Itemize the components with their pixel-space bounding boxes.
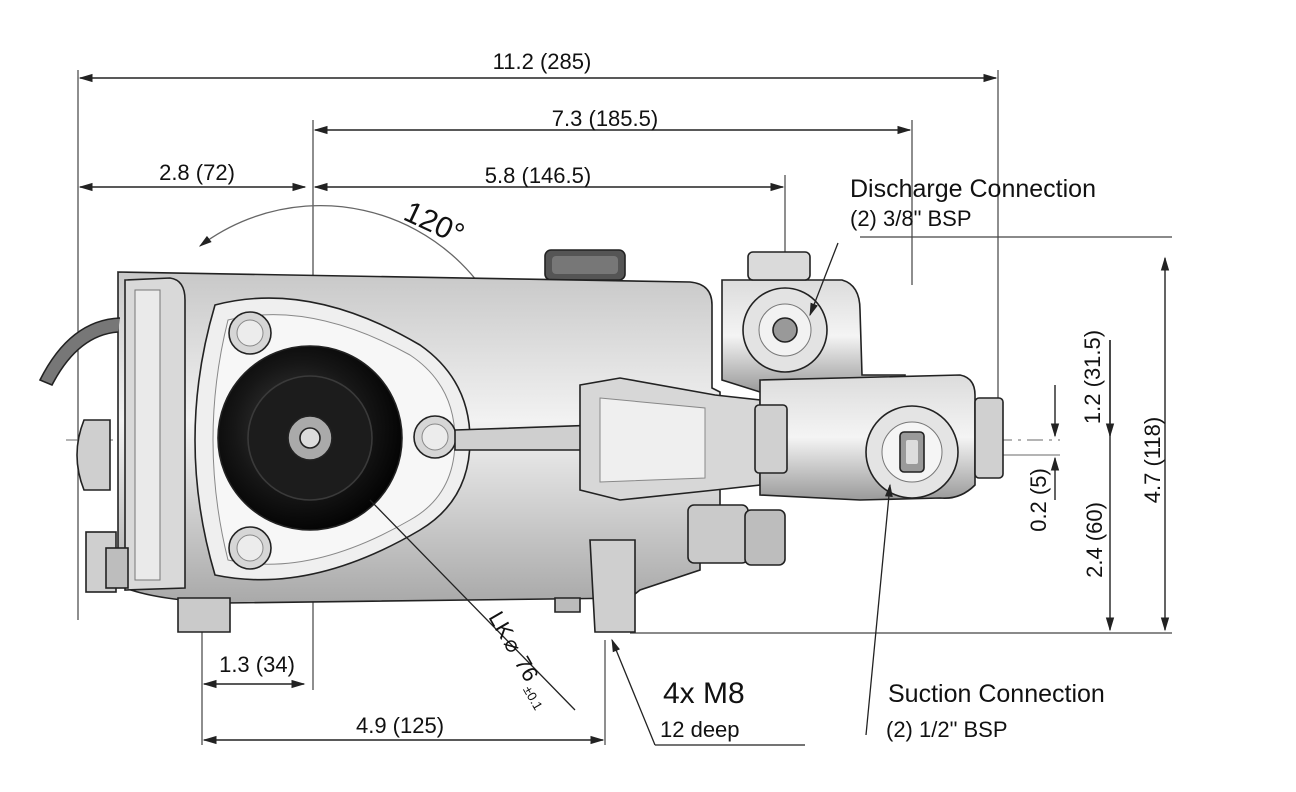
horizontal-dimension-lines — [78, 73, 998, 745]
dim-overall-length: 11.2 (285) — [493, 49, 592, 74]
dim-7-3: 7.3 (185.5) — [552, 106, 658, 131]
pump-body — [38, 249, 1004, 633]
callout-labels: Discharge Connection (2) 3/8" BSP Suctio… — [660, 175, 1105, 742]
suction-spec: (2) 1/2" BSP — [886, 717, 1008, 742]
leader-lines — [369, 242, 893, 746]
dimension-labels: 11.2 (285) 7.3 (185.5) 2.8 (72) 5.8 (146… — [159, 49, 1165, 738]
bolt-circle-tolerance: ±0.1 — [520, 683, 546, 712]
dim-height-0-2: 0.2 (5) — [1026, 468, 1051, 532]
suction-title: Suction Connection — [888, 680, 1105, 708]
dim-height-2-4: 2.4 (60) — [1082, 502, 1107, 578]
mount-thread: 4x M8 — [663, 677, 745, 710]
dim-5-8: 5.8 (146.5) — [485, 163, 591, 188]
angle-label: 120° — [399, 195, 469, 251]
dim-2-8: 2.8 (72) — [159, 160, 235, 185]
discharge-title: Discharge Connection — [850, 175, 1096, 203]
vertical-dimension-lines — [1050, 256, 1170, 632]
dim-foot-4-9: 4.9 (125) — [356, 713, 444, 738]
mount-depth: 12 deep — [660, 717, 740, 742]
dim-height-1-2: 1.2 (31.5) — [1080, 330, 1105, 424]
bolt-circle-label: LK ⌀ 76 ±0.1 — [484, 607, 546, 713]
bolt-circle-value: 76 — [510, 652, 544, 686]
dim-foot-1-3: 1.3 (34) — [219, 652, 295, 677]
discharge-spec: (2) 3/8" BSP — [850, 206, 972, 231]
dim-height-4-7: 4.7 (118) — [1140, 417, 1165, 503]
